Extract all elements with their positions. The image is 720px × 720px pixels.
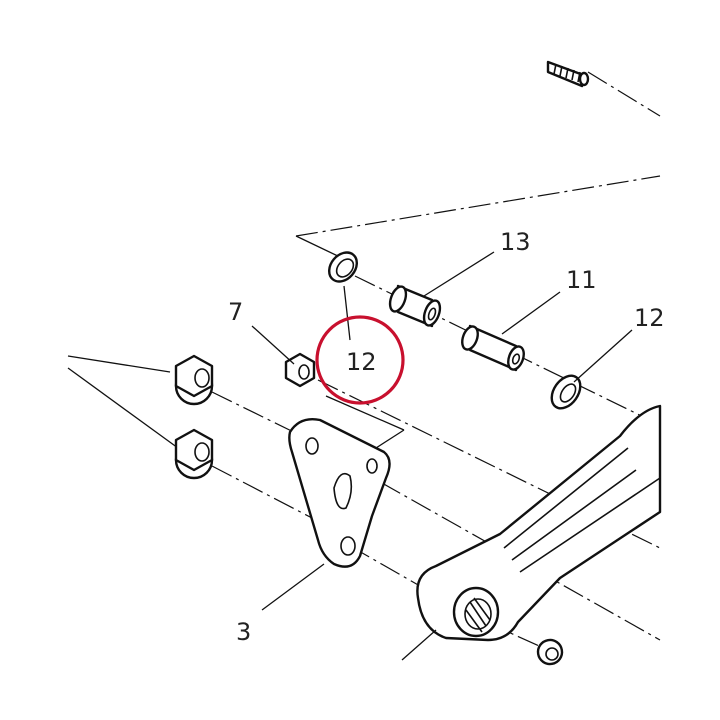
leader-3: [261, 563, 325, 611]
label-13: 13: [500, 228, 531, 256]
plate-hole-bottom: [340, 536, 356, 556]
bracket-line-nut7: [375, 429, 405, 449]
leader-13: [423, 251, 495, 297]
label-12-highlight: 12: [346, 348, 377, 376]
bracket-line-nut7-b: [325, 395, 405, 431]
washer-12-left: [328, 251, 358, 283]
axis-line-nut-lower: [211, 465, 313, 519]
spacer-13: [388, 284, 442, 328]
bracket-line-nut-lower: [67, 367, 179, 449]
bracket-line-top-left: [295, 235, 343, 259]
label-7: 7: [228, 298, 243, 326]
leader-11: [501, 291, 561, 335]
plate-hole-right: [366, 458, 378, 474]
highlight-circle: [315, 315, 405, 405]
arm-lower-edge: [401, 629, 437, 661]
leader-7: [251, 325, 295, 365]
label-3: 3: [236, 618, 251, 646]
flange-nut-upper: [174, 354, 214, 406]
axis-line-bolt-top: [587, 71, 661, 117]
nut-7: [284, 352, 316, 388]
flange-nut-lower: [174, 428, 214, 480]
label-11: 11: [566, 266, 597, 294]
leader-12-highlight: [343, 285, 351, 341]
washer-bottom: [536, 638, 564, 666]
bracket-line-nut-upper: [67, 355, 171, 373]
plate-hole-top: [305, 437, 319, 455]
plate-slot: [333, 472, 353, 510]
link-plate-3: [288, 418, 391, 568]
axis-line-top-long: [295, 175, 661, 237]
spacer-11: [461, 324, 525, 372]
label-12-right: 12: [634, 304, 665, 332]
washer-12-right: [550, 374, 582, 410]
callout-leaders: [251, 251, 633, 611]
link-arm: [401, 404, 662, 661]
leader-12-right: [573, 329, 633, 383]
bolt-thread-top: [546, 60, 590, 88]
